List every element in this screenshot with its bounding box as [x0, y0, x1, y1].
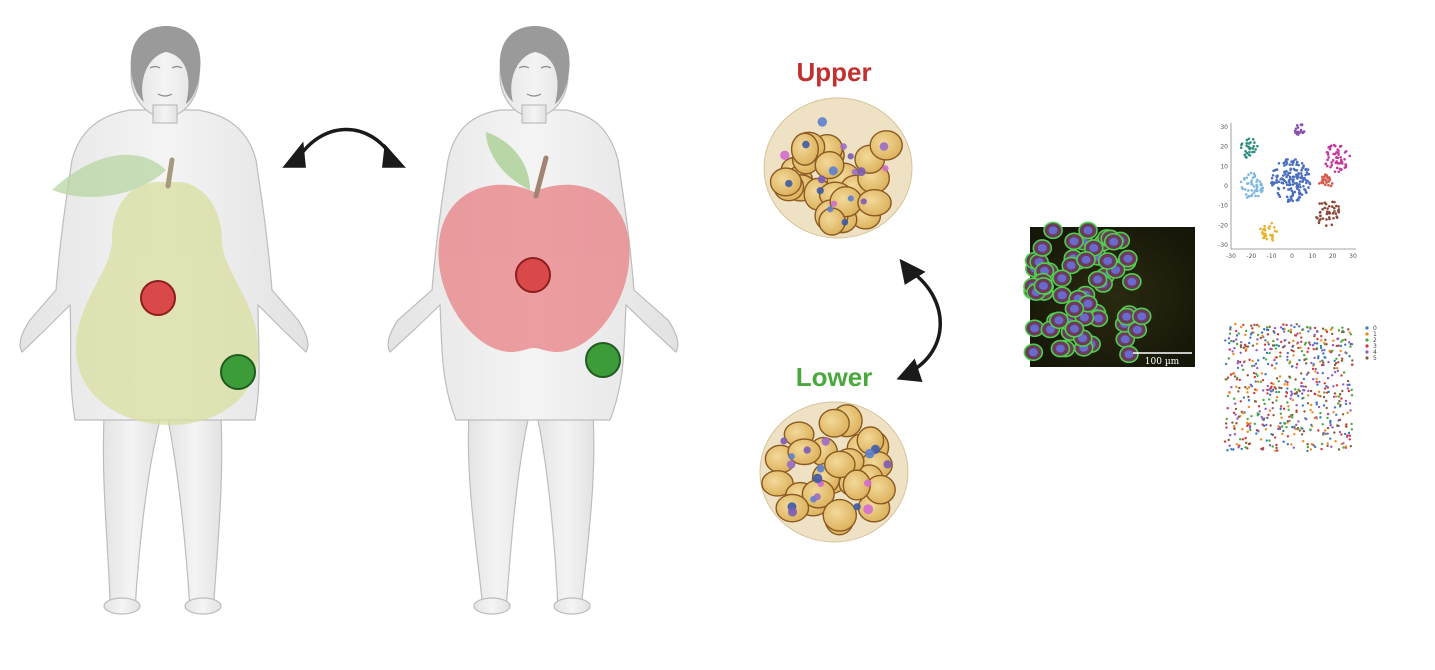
- scale-bar-label: 100 µm: [1145, 357, 1180, 367]
- tsne-x-tick: -30: [1226, 253, 1236, 260]
- lower-label: Lower: [796, 362, 873, 392]
- tsne-y-tick: 10: [1220, 163, 1228, 170]
- tsne-x-tick: 30: [1349, 253, 1357, 260]
- hair-right: [499, 26, 570, 104]
- tsne-y-tick: -20: [1218, 222, 1228, 229]
- spatial-legend-entry: 3: [1373, 343, 1377, 350]
- tsne-x-tick: 20: [1329, 253, 1337, 260]
- upper-label: Upper: [796, 57, 871, 87]
- double-arrow-icon: [282, 127, 406, 168]
- tsne-y-tick: -10: [1218, 203, 1228, 210]
- woman-apple-shape-figure: [387, 26, 679, 615]
- adipose-tissue-lower-icon: [759, 401, 909, 543]
- tsne-y-tick: 0: [1224, 183, 1228, 190]
- woman-pear-shape-figure: [19, 26, 309, 615]
- adipose-tissue-upper-icon: [763, 97, 913, 239]
- tsne-plot-icon: -30 -20 -10 0 10 20 30 30 20 10 0 -10 -20 -30: [1218, 123, 1357, 260]
- tsne-x-tick: -20: [1246, 253, 1256, 260]
- microscopy-image-icon: 100 µm: [1023, 221, 1195, 367]
- tsne-y-tick: 30: [1220, 124, 1228, 131]
- upper-depot-marker-right: [515, 257, 551, 293]
- lower-depot-marker-right: [585, 342, 621, 378]
- lower-depot-marker-left: [220, 354, 256, 390]
- tsne-x-tick: 10: [1309, 253, 1317, 260]
- double-arrow-tissue-icon: [896, 258, 942, 383]
- upper-depot-marker-left: [140, 280, 176, 316]
- hair-left: [130, 26, 201, 104]
- spatial-legend-entry: 2: [1373, 337, 1377, 344]
- spatial-legend-entry: 1: [1373, 331, 1377, 338]
- tsne-y-tick: 20: [1220, 144, 1228, 151]
- tsne-y-tick: -30: [1218, 242, 1228, 249]
- spatial-legend-entry: 4: [1373, 349, 1377, 356]
- spatial-legend-entry: 0: [1373, 325, 1377, 332]
- spatial-legend-entry: 5: [1373, 355, 1377, 362]
- tsne-x-tick: -10: [1267, 253, 1277, 260]
- tsne-x-tick: 0: [1290, 253, 1294, 260]
